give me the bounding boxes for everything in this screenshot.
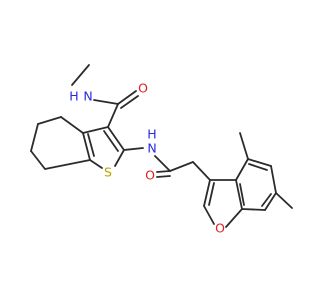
bond [208,182,215,206]
bond [107,103,119,128]
furan-oxygen-label: O [215,221,225,236]
bond [235,158,249,181]
structure-svg: N H O N H O S O [30,64,293,236]
bond [87,133,95,157]
bond [270,165,277,194]
bond [107,126,125,151]
amide-nitrogen-label: N [147,141,156,156]
bond [71,64,90,86]
bond [264,192,277,211]
bond [154,155,171,172]
bond [239,183,245,206]
bond [114,149,125,167]
bond [247,158,272,167]
bond [44,159,91,170]
bond [239,132,249,160]
bond [82,126,109,134]
carbonyl-oxygen-label: O [145,168,155,183]
bond [30,123,39,152]
amide-hydrogen-label: H [69,89,78,104]
bond [248,163,268,171]
bond [82,132,91,161]
bond [261,193,272,207]
bond [156,170,171,173]
bond [225,208,243,228]
carbonyl-oxygen-label: O [138,81,148,96]
bond [169,161,194,172]
bond [93,99,119,105]
bond [203,205,215,225]
molecule-drawing: N H O N H O S O [30,64,293,236]
bond [123,147,144,151]
bond [37,116,62,125]
bond [60,116,84,134]
bond [203,179,211,207]
bond [117,90,137,105]
bond [192,161,211,181]
bond [156,175,171,178]
amide-hydrogen-label: H [147,127,156,142]
bond [275,192,293,209]
bond [30,150,46,170]
bond [89,159,103,169]
thiophene-sulfur-label: S [104,165,112,180]
bond [241,208,266,211]
bond [103,130,119,152]
bond [235,179,243,210]
bond [120,95,139,109]
amide-nitrogen-label: N [83,89,92,104]
